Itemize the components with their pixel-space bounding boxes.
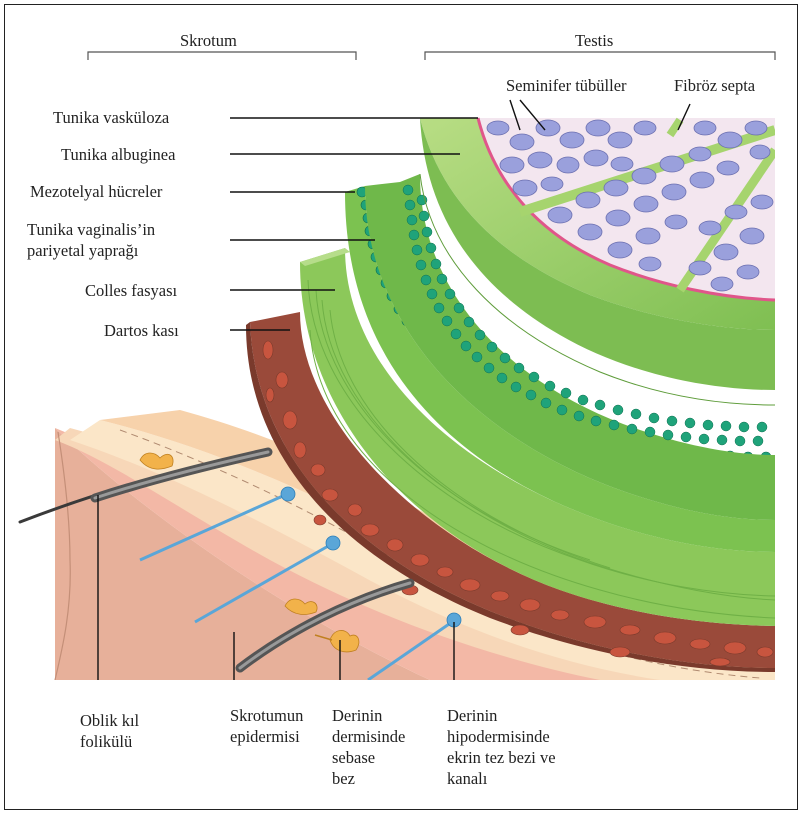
label-colles-fasyasi: Colles fasyası (85, 280, 177, 301)
label-ekrin-tez-bezi: Derinin hipodermisinde ekrin tez bezi ve… (447, 705, 556, 789)
label-fibroz-septa: Fibröz septa (674, 75, 755, 96)
label-sebase-bez: Derinin dermisinde sebase bez (332, 705, 405, 789)
header-skrotum: Skrotum (180, 30, 237, 51)
label-skrotum-epidermis: Skrotumun epidermisi (230, 705, 303, 747)
label-oblik-kil-folikulu: Oblik kıl folikülü (80, 710, 139, 752)
header-testis: Testis (575, 30, 613, 51)
label-tunika-albuginea: Tunika albuginea (61, 144, 175, 165)
header-bracket-testis (425, 52, 775, 60)
header-bracket-skrotum (88, 52, 356, 60)
label-mezotelyal-hucreler: Mezotelyal hücreler (30, 181, 162, 202)
label-seminifer-tubuller: Seminifer tübüller (506, 75, 627, 96)
label-tunika-vaginalis: Tunika vaginalis’in pariyetal yaprağı (27, 219, 155, 261)
label-tunika-vaskuloza: Tunika vasküloza (53, 107, 169, 128)
label-dartos-kasi: Dartos kası (104, 320, 179, 341)
